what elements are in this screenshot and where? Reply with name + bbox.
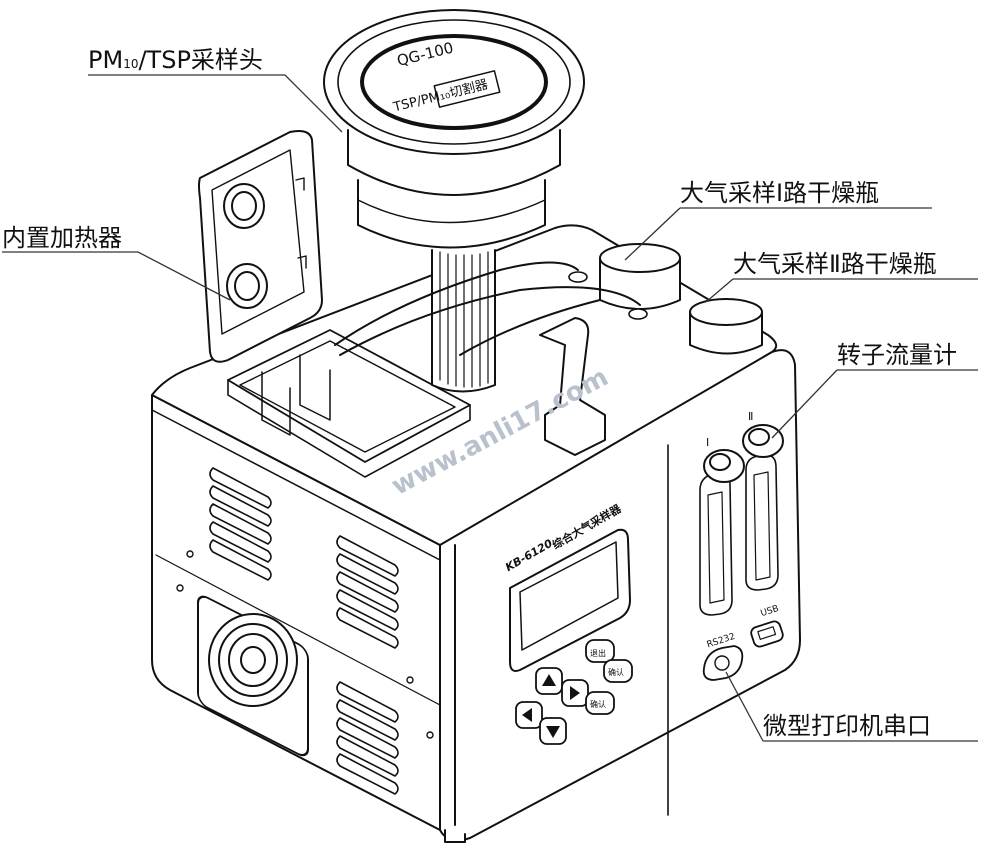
- channel-1-text: Ⅰ: [706, 436, 709, 449]
- usb-port: [750, 620, 784, 648]
- exit-key: [585, 639, 615, 663]
- leader-rotameter: [771, 369, 978, 439]
- leader-heater: [2, 251, 231, 301]
- leader-pm-head: [88, 74, 343, 133]
- side-vents-right-lower: [336, 681, 399, 795]
- callout-pm-suffix: /TSP采样头: [138, 46, 263, 74]
- heater-chamber: [227, 329, 471, 478]
- key-arrows: [522, 674, 580, 738]
- side-screws: [176, 550, 434, 739]
- side-vents-right-upper: [336, 535, 399, 649]
- channel-2-text: Ⅱ: [748, 410, 753, 423]
- tube-fittings: [568, 271, 648, 320]
- handle-bracket: [539, 317, 606, 456]
- rs232-port: [702, 645, 744, 681]
- callout-printer-port: 微型打印机串口: [763, 712, 931, 740]
- leader-dryer-2: [705, 278, 978, 303]
- heater-lid: [198, 130, 323, 363]
- leader-dryer-1: [624, 207, 932, 261]
- confirm-key-lower-text: 确认: [590, 699, 606, 709]
- callout-rotameter: 转子流量计: [837, 341, 957, 369]
- dryer-bottle-2: [689, 298, 763, 355]
- display-screen: [509, 528, 631, 672]
- leader-lines: [2, 74, 978, 742]
- dryer-bottle-1: [599, 243, 681, 310]
- leader-printer-port: [725, 671, 978, 742]
- callout-pm-prefix: PM: [88, 46, 124, 74]
- support-column: [431, 249, 496, 393]
- confirm-key-upper-text: 确认: [608, 667, 624, 677]
- side-vents-left: [209, 467, 272, 581]
- rotameter-knob-1: [703, 449, 745, 483]
- confirm-key-lower: [585, 691, 615, 715]
- tubing: [334, 261, 641, 356]
- callout-pm-sub: 10: [123, 57, 139, 71]
- pm10-tsp-head: [323, 9, 585, 249]
- callout-dryer-1: 大气采样Ⅰ路干燥瓶: [680, 179, 880, 207]
- exit-key-text: 退出: [590, 648, 606, 658]
- fan-grille: [197, 595, 309, 757]
- callout-pm10-tsp-head: PM10/TSP采样头: [88, 48, 263, 72]
- callout-dryer-2: 大气采样Ⅱ路干燥瓶: [733, 250, 937, 278]
- confirm-key-upper: [603, 659, 633, 683]
- callout-heater: 内置加热器: [2, 224, 122, 252]
- rotameter-knob-2: [742, 424, 784, 458]
